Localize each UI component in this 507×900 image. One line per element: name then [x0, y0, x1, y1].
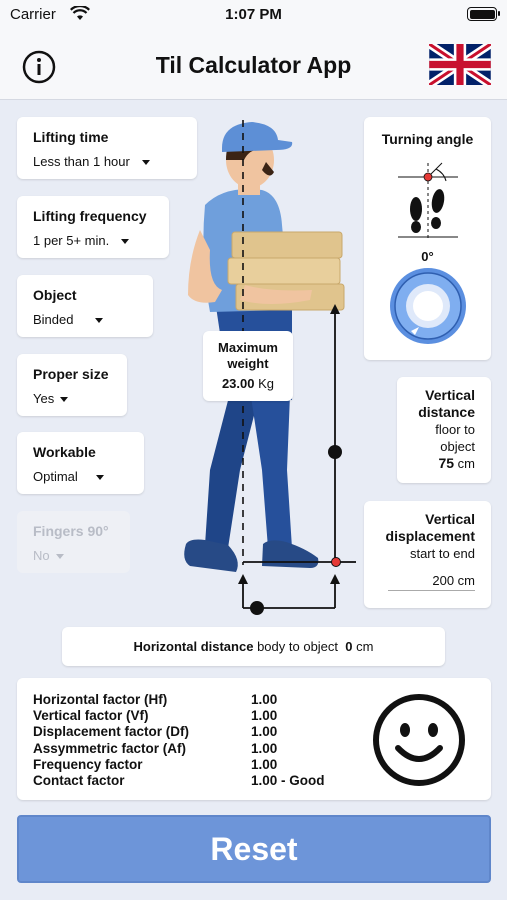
max-weight-box: Maximum weight 23.00 Kg	[203, 331, 293, 401]
max-weight-value-row: 23.00 Kg	[203, 376, 293, 391]
horizontal-measure-handle	[250, 601, 264, 615]
workable-select[interactable]: Workable Optimal	[17, 432, 144, 494]
horizontal-distance-desc: body to object	[257, 639, 339, 654]
wifi-icon	[70, 6, 90, 20]
turning-angle-value: 0°	[421, 249, 434, 264]
vertical-distance-desc-2: object	[440, 439, 475, 454]
worker-cap	[222, 122, 293, 152]
vertical-displacement-title-2: displacement	[385, 528, 475, 544]
battery-icon	[467, 7, 500, 21]
box	[231, 231, 343, 259]
carrier-label: Carrier	[10, 6, 56, 23]
chevron-down-icon	[55, 554, 64, 560]
info-icon[interactable]	[22, 50, 56, 84]
lifting-time-label: Lifting time	[33, 129, 109, 145]
vertical-displacement-input[interactable]: 200 cm	[388, 573, 475, 591]
worker-shoe-left	[184, 539, 238, 572]
reset-button[interactable]: Reset	[17, 815, 491, 883]
object-value[interactable]: Binded	[33, 312, 104, 327]
vertical-distance-value: 75	[438, 455, 455, 471]
vertical-measure-handle	[328, 445, 342, 459]
vertical-distance-title-1: Vertical	[425, 387, 475, 403]
workable-value[interactable]: Optimal	[33, 469, 104, 484]
page-title: Til Calculator App	[155, 52, 352, 78]
horizontal-distance-unit: cm	[356, 639, 374, 654]
max-weight-label: Maximum weight	[218, 340, 278, 371]
fingers-value: No	[33, 548, 64, 563]
vertical-distance-unit: cm	[457, 456, 475, 471]
turning-angle-card: Turning angle 0°	[364, 117, 491, 360]
vertical-displacement-value: 200 cm	[432, 573, 475, 588]
table-row: Vertical factor (Vf)1.00	[33, 708, 278, 724]
chevron-down-icon	[121, 239, 130, 245]
worker-arm	[188, 230, 222, 303]
vertical-distance-title-2: distance	[418, 404, 475, 420]
nav-bar: Til Calculator App	[0, 30, 507, 100]
horizontal-distance-value: 0	[345, 639, 353, 654]
lifting-time-select[interactable]: Lifting time Less than 1 hour	[17, 117, 197, 179]
chevron-down-icon	[95, 318, 104, 324]
object-label: Object	[33, 287, 77, 303]
turning-angle-label: Turning angle	[381, 131, 474, 147]
lifting-time-value[interactable]: Less than 1 hour	[33, 154, 150, 169]
workable-label: Workable	[33, 444, 96, 460]
lifting-frequency-value[interactable]: 1 per 5+ min.	[33, 233, 130, 248]
uk-flag-icon[interactable]	[429, 44, 491, 85]
vertical-displacement-desc: start to end	[409, 546, 475, 561]
vertical-displacement-title-1: Vertical	[425, 511, 475, 527]
horizontal-distance-bar[interactable]: Horizontal distance body to object 0 cm	[62, 627, 445, 666]
table-row: Assymmetric factor (Af)1.00	[33, 740, 278, 756]
vertical-distance-value-row: 75 cm	[397, 455, 475, 472]
lifting-frequency-label: Lifting frequency	[33, 208, 147, 224]
proper-size-label: Proper size	[33, 366, 109, 382]
fingers-select: Fingers 90° No	[17, 511, 130, 573]
rotation-dial[interactable]	[389, 267, 467, 345]
table-row: Displacement factor (Df)1.00	[33, 724, 278, 740]
factors-panel: Horizontal factor (Hf)1.00 Vertical fact…	[17, 678, 491, 800]
object-select[interactable]: Object Binded	[17, 275, 153, 337]
proper-size-select[interactable]: Proper size Yes	[17, 354, 127, 416]
horizontal-distance-label: Horizontal distance	[133, 639, 254, 654]
floor-marker	[331, 557, 341, 567]
worker-back-leg	[205, 385, 258, 548]
proper-size-value[interactable]: Yes	[33, 391, 69, 406]
table-row: Horizontal factor (Hf)1.00	[33, 692, 278, 707]
clock: 1:07 PM	[225, 6, 282, 23]
factors-table: Horizontal factor (Hf)1.00 Vertical fact…	[33, 692, 325, 789]
lifting-frequency-select[interactable]: Lifting frequency 1 per 5+ min.	[17, 196, 169, 258]
chevron-down-icon	[95, 475, 104, 481]
vertical-distance-card[interactable]: Vertical distance floor to object 75 cm	[397, 377, 491, 483]
chevron-down-icon	[60, 397, 69, 403]
max-weight-value: 23.00	[221, 376, 255, 391]
max-weight-unit: Kg	[258, 376, 275, 391]
status-bar: Carrier 1:07 PM	[0, 0, 507, 30]
worker-shoe-right	[262, 540, 319, 568]
worker-front-leg	[250, 390, 292, 548]
vertical-distance-desc-1: floor to	[435, 422, 475, 437]
vertical-displacement-card: Vertical displacement start to end 200 c…	[364, 501, 491, 608]
chevron-down-icon	[141, 160, 150, 166]
smiley-face-icon	[373, 694, 465, 786]
fingers-label: Fingers 90°	[33, 523, 109, 539]
feet-rotation-icon	[398, 162, 458, 239]
